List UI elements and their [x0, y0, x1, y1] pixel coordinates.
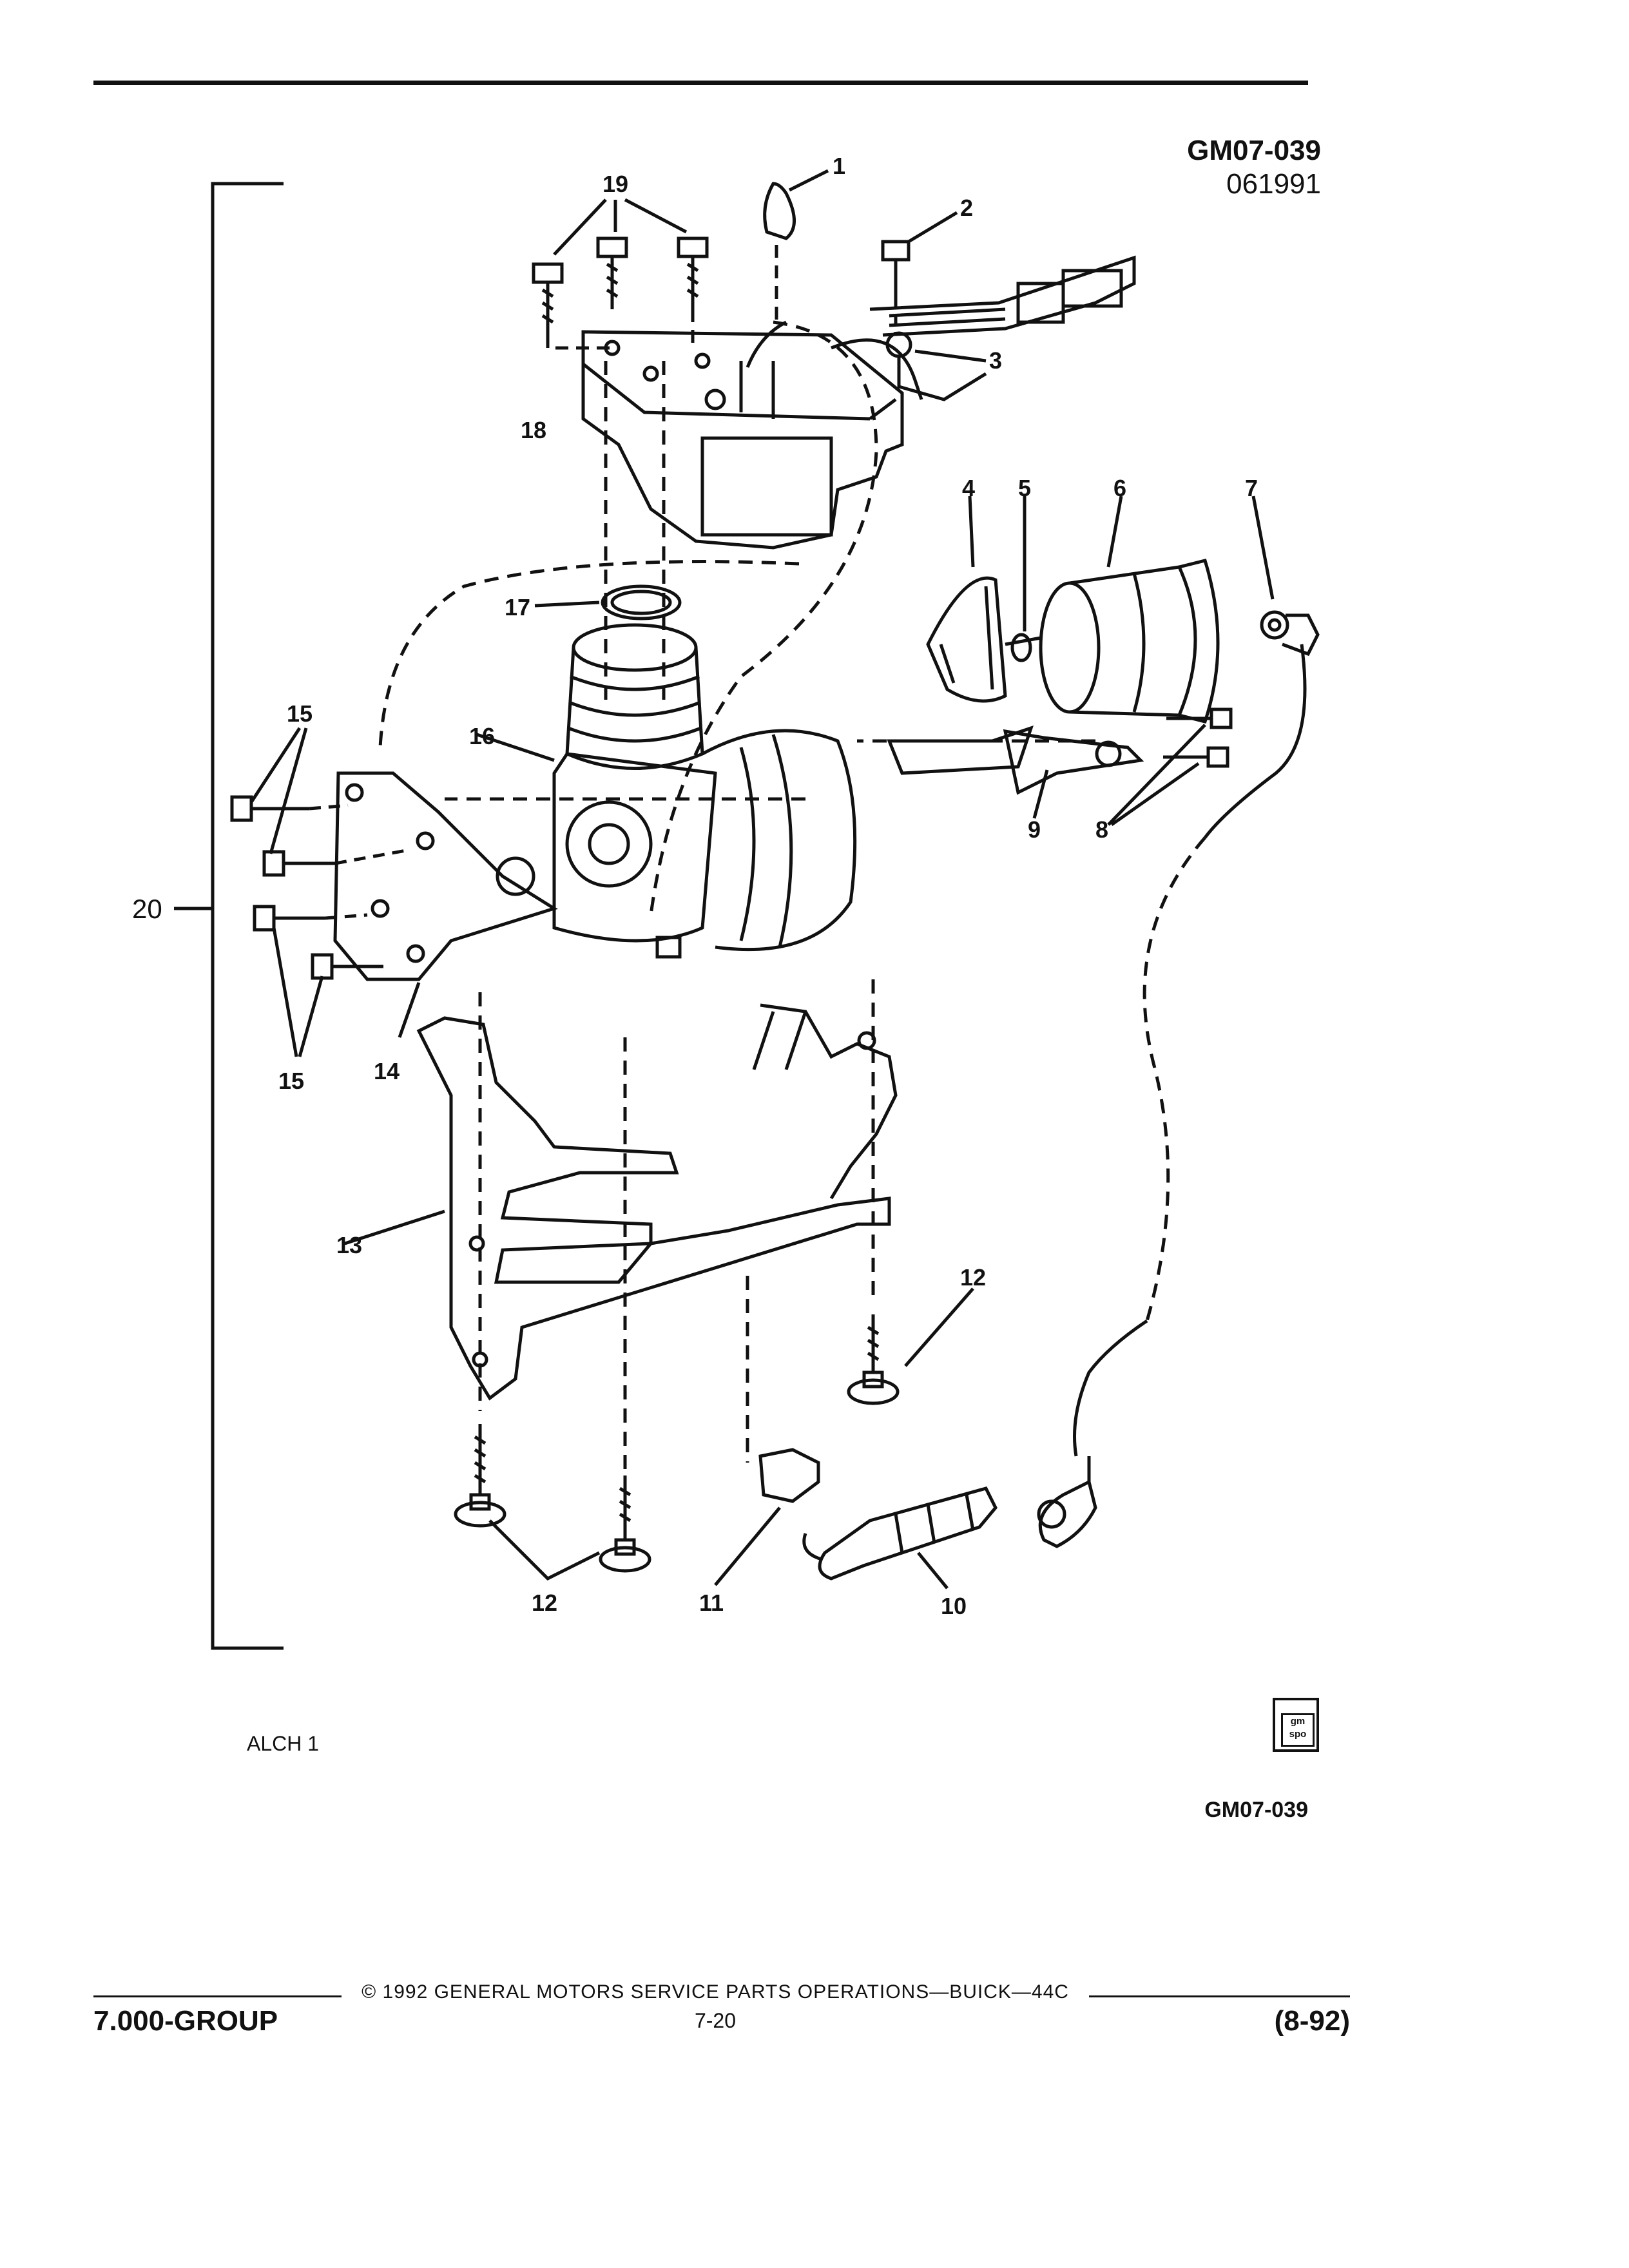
- part-10-tube: [802, 1486, 998, 1590]
- part-16-compressor: [476, 623, 857, 959]
- sensor-wire: [1037, 644, 1307, 1548]
- callout-8: 8: [1095, 816, 1108, 843]
- footer-revision-date: (8-92): [1274, 2005, 1350, 2037]
- centerlines: [478, 979, 875, 1469]
- callout-1: 1: [833, 153, 845, 179]
- callout-5: 5: [1018, 475, 1031, 501]
- part-19-screws: [532, 198, 709, 350]
- gm-spo-logo: gm spo: [1273, 1698, 1319, 1752]
- callout-7: 7: [1245, 475, 1258, 501]
- part-18-housing: [581, 320, 923, 550]
- part-15-bolts: [230, 727, 407, 1057]
- part-2-screw: [881, 211, 958, 335]
- part-1-clip: [763, 169, 829, 322]
- part-5-washer: [1010, 496, 1032, 662]
- footer-rule-right: [1089, 1995, 1350, 1997]
- callout-9: 9: [1028, 816, 1041, 843]
- callout-labels: 1 2 3 4 5 6 7 8 9 10 11 12 12 13 14 15 1…: [132, 153, 1258, 1619]
- part-6-dryer: [1005, 495, 1220, 724]
- gm-spo-logo-mark: gm spo: [1281, 1713, 1315, 1747]
- part-7-sensor: [1251, 495, 1320, 657]
- figure-id: GM07-039: [1187, 135, 1321, 166]
- footer-group: 7.000-GROUP: [93, 2005, 278, 2037]
- callout-11: 11: [699, 1590, 724, 1616]
- connector-harness: [869, 255, 1136, 337]
- figure-id-bottom: GM07-039: [1204, 1798, 1308, 1822]
- callout-15-lower: 15: [278, 1068, 304, 1094]
- header-rule: [93, 81, 1308, 85]
- callout-4: 4: [962, 475, 975, 501]
- part-17-seal: [534, 584, 682, 620]
- footer-copyright: © 1992 GENERAL MOTORS SERVICE PARTS OPER…: [361, 1981, 1069, 2003]
- figure-date: 061991: [1226, 168, 1321, 200]
- callout-18: 18: [521, 417, 546, 443]
- callout-20: 20: [132, 894, 162, 924]
- callout-16: 16: [469, 723, 495, 749]
- callout-12-lower: 12: [532, 1590, 557, 1616]
- drawing-label: ALCH 1: [247, 1732, 320, 1755]
- part-14-plate: [333, 771, 558, 1038]
- callout-14: 14: [374, 1058, 400, 1084]
- part-9-bracket: [887, 726, 1144, 819]
- callout-12-upper: 12: [960, 1264, 986, 1291]
- part-13-bracket: [344, 1003, 898, 1401]
- part-3-grommet: [885, 331, 987, 401]
- part-8-screws: [1107, 707, 1233, 827]
- part-4-band: [926, 495, 1007, 703]
- callout-2: 2: [960, 195, 973, 221]
- assembly-bracket: [174, 182, 284, 1650]
- callout-15-upper: 15: [287, 700, 313, 727]
- footer-page-number: 7-20: [694, 2009, 737, 2032]
- callout-13: 13: [336, 1232, 362, 1258]
- callout-17: 17: [505, 594, 530, 620]
- callout-10: 10: [941, 1593, 967, 1619]
- part-11-clip: [714, 1448, 820, 1586]
- callout-3: 3: [989, 347, 1002, 374]
- callout-6: 6: [1113, 475, 1126, 501]
- callout-19: 19: [602, 171, 628, 197]
- footer-rule-left: [93, 1995, 342, 1997]
- part-12-bolts: [454, 1287, 974, 1581]
